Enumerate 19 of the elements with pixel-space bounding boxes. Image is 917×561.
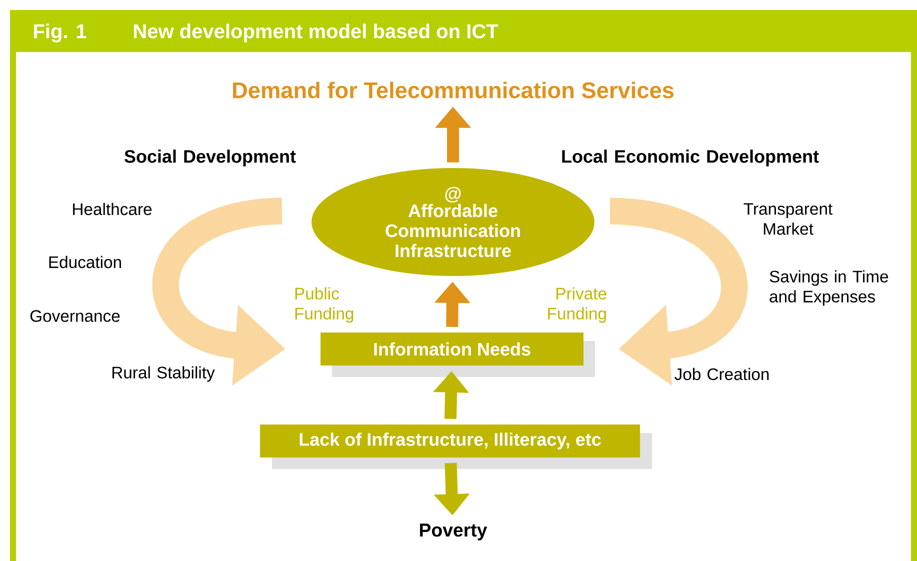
title: New development model based on ICT (134, 24, 498, 42)
process-box: Information Needs (320, 332, 584, 366)
section-heading: Local Economic Development (562, 150, 819, 166)
section-heading: Social Development (124, 150, 296, 166)
ellipse-node: @ Affordable Communication Infrastructure (312, 168, 594, 276)
figure-number: Fig. 1 (34, 24, 86, 42)
process-box: Lack of Infrastructure, Illiteracy, etc (260, 424, 640, 458)
funding-label: Private Funding (548, 287, 606, 323)
bare-text: Poverty (420, 524, 488, 540)
item-label: Education (49, 256, 121, 268)
item-label: Savings in Time and Expenses (770, 270, 888, 306)
item-label: Transparent Market (744, 203, 832, 235)
item-label: Job Creation (674, 368, 769, 380)
curved-arrow (608, 198, 748, 386)
item-label: Governance (30, 310, 120, 322)
item-label: Rural Stability (112, 366, 215, 382)
item-label: Healthcare (73, 202, 152, 216)
funding-label: Public Funding (295, 287, 354, 323)
heading-text: Demand for Telecommunication Services (233, 82, 674, 98)
